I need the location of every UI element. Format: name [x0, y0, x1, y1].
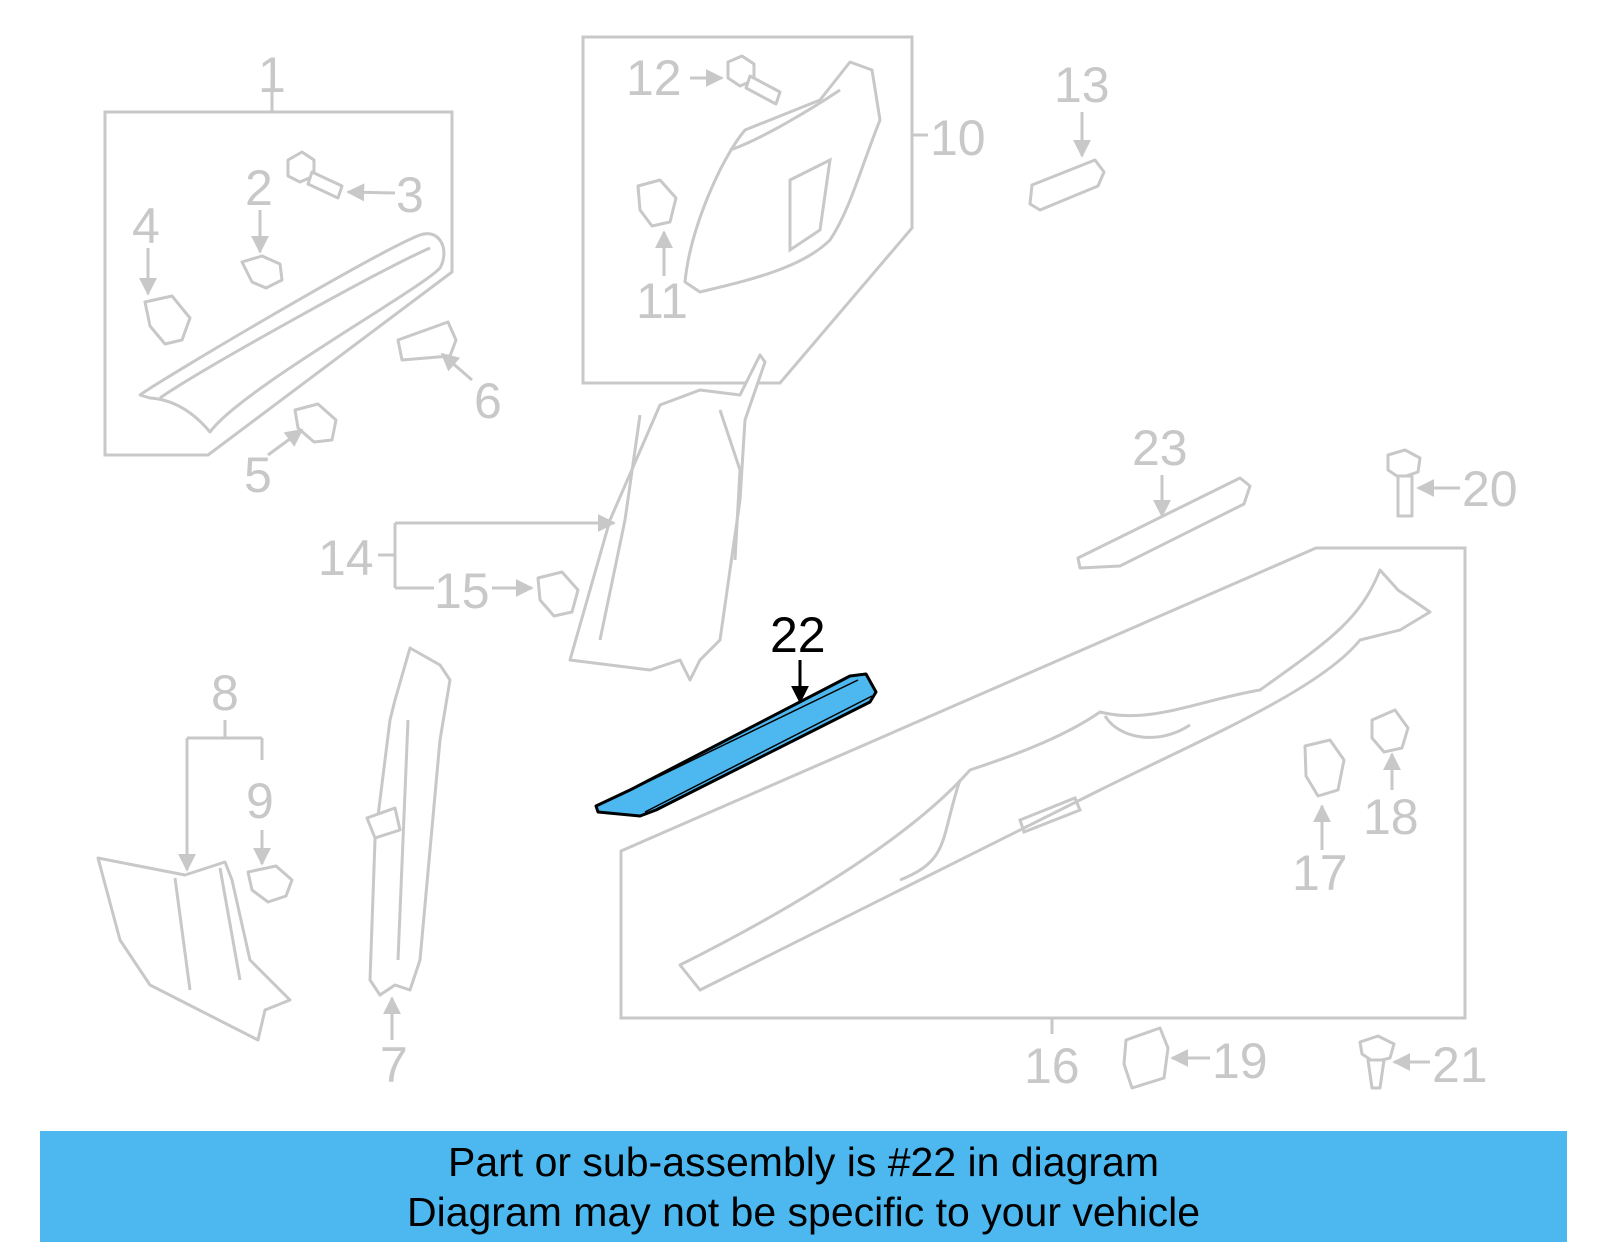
part-2-clip [240, 210, 284, 290]
part-20-bolt [1386, 448, 1460, 518]
callout-10: 10 [930, 110, 986, 166]
callout-14: 14 [318, 530, 374, 586]
part-18-clip [1370, 708, 1410, 790]
group-box-1 [103, 80, 454, 457]
callout-1: 1 [258, 47, 286, 103]
callout-21: 21 [1432, 1037, 1488, 1093]
callout-22: 22 [770, 607, 826, 663]
banner-line-1: Part or sub-assembly is #22 in diagram [448, 1138, 1159, 1185]
part-11-clip [636, 178, 678, 276]
banner-line-2: Diagram may not be specific to your vehi… [406, 1188, 1200, 1235]
part-7-a-pillar-lower-trim [365, 646, 452, 1040]
part-15-clip [492, 570, 580, 618]
callout-19: 19 [1212, 1033, 1268, 1089]
part-12-bolt [690, 54, 782, 106]
part-13-handle [1028, 112, 1106, 212]
callout-23: 23 [1132, 420, 1188, 476]
part-6-cap [396, 320, 473, 382]
part-1-a-pillar-trim [138, 232, 446, 434]
group-box-10 [581, 35, 928, 385]
callout-12: 12 [626, 50, 682, 106]
callout-4: 4 [132, 198, 160, 254]
callout-2: 2 [245, 160, 273, 216]
part-3-bolt [286, 150, 396, 202]
callout-3: 3 [396, 167, 424, 223]
callout-20: 20 [1462, 461, 1518, 517]
part-8-kick-panel [96, 720, 292, 1042]
callout-18: 18 [1363, 789, 1419, 845]
part-21-push-pin [1358, 1034, 1430, 1090]
part-22-highlighted[interactable] [594, 660, 878, 818]
callout-13: 13 [1054, 57, 1110, 113]
callout-5: 5 [244, 447, 272, 503]
part-4-retainer [139, 248, 192, 346]
info-banner: Part or sub-assembly is #22 in diagram D… [40, 1131, 1567, 1242]
callout-6: 6 [474, 373, 502, 429]
callout-11: 11 [636, 273, 688, 329]
callout-16: 16 [1024, 1038, 1080, 1094]
group-box-16 [619, 546, 1467, 1034]
part-9-clip [246, 830, 294, 904]
callout-8: 8 [211, 665, 239, 721]
callout-7: 7 [380, 1037, 408, 1093]
part-16-rocker-trim [678, 568, 1432, 992]
callout-15: 15 [434, 563, 490, 619]
callout-9: 9 [246, 773, 274, 829]
part-5-clip [267, 402, 338, 457]
part-14-b-pillar-lower-trim [378, 353, 767, 682]
part-17-clip [1303, 738, 1346, 850]
callout-17: 17 [1292, 845, 1348, 901]
part-10-b-pillar-upper-trim [683, 60, 882, 294]
part-22-shape[interactable] [594, 672, 878, 818]
part-23-sill-plate [1076, 475, 1252, 570]
part-19-clip [1122, 1026, 1210, 1090]
